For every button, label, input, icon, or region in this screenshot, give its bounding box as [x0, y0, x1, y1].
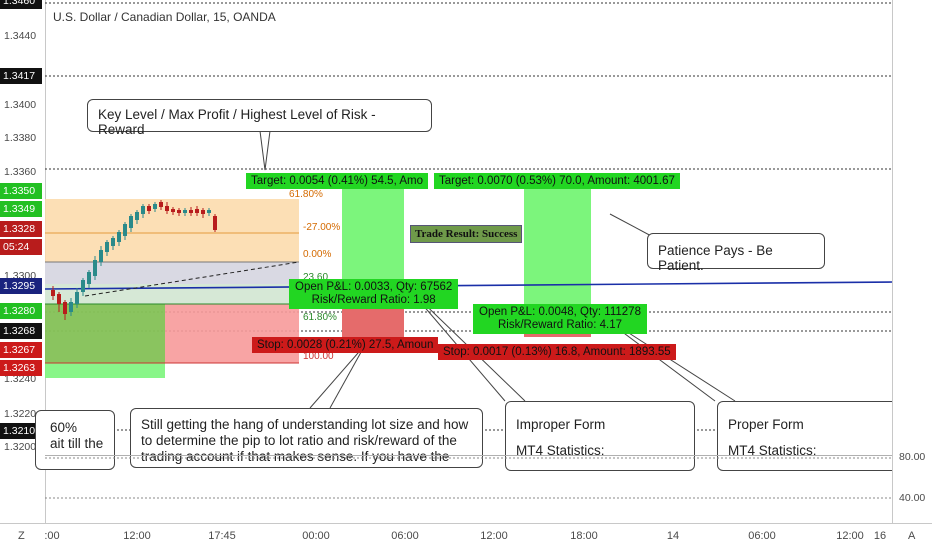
trade2-stop-label: Stop: 0.0017 (0.13%) 16.8, Amount: 1893.…	[438, 344, 676, 360]
fib-label: -27.00%	[303, 222, 341, 233]
time-label: 16	[873, 530, 887, 542]
callout-patience[interactable]: Patience Pays - Be Patient.	[647, 233, 825, 273]
improper-title: Improper Form	[516, 417, 606, 432]
callout-pointer	[259, 130, 271, 171]
callout-partial-left-line: 60%	[50, 420, 78, 435]
callout-proper-form[interactable]: Proper Form MT4 Statistics:	[717, 401, 917, 471]
time-label: 18:00	[570, 530, 598, 542]
time-label: 06:00	[748, 530, 776, 542]
trade1-rr: Risk/Reward Ratio: 1.98	[311, 294, 436, 306]
oscillator-canvas	[45, 457, 892, 499]
price-label: 1.3295	[0, 278, 42, 294]
mean-line	[44, 281, 893, 290]
price-tick: 1.3360	[4, 166, 37, 178]
fib-label: 100.00	[303, 351, 334, 362]
callout-lot-size[interactable]: Still getting the hang of understanding …	[130, 408, 483, 468]
price-tick: 1.3440	[4, 30, 37, 42]
chart-pane[interactable]: U.S. Dollar / Canadian Dollar, 15, OANDA…	[35, 0, 917, 471]
price-tick: 1.3240	[4, 373, 37, 385]
oscillator-pane[interactable]	[45, 455, 892, 524]
time-axis[interactable]: Z :00 12:00 17:45 00:00 06:00 12:00 18:0…	[0, 523, 932, 551]
time-label: 17:45	[208, 530, 236, 542]
price-tick: 1.3200	[4, 441, 37, 453]
fib-label: 61.80%	[303, 312, 337, 323]
trade1-stop-label: Stop: 0.0028 (0.21%) 27.5, Amoun	[252, 337, 439, 353]
proper-sub: MT4 Statistics:	[728, 443, 817, 458]
callout-pointer	[329, 344, 366, 409]
callout-improper-form[interactable]: Improper Form MT4 Statistics:	[505, 401, 695, 471]
price-label: 1.3210	[0, 423, 42, 439]
price-label-current: 1.3328	[0, 221, 42, 237]
time-label: 00:00	[302, 530, 330, 542]
price-label: 1.3349	[0, 201, 42, 217]
trade2-rr: Risk/Reward Ratio: 4.17	[497, 319, 622, 331]
price-label: 1.3263	[0, 360, 42, 376]
trade1-pnl: Open P&L: 0.0033, Qty: 67562	[295, 281, 453, 293]
price-tick: 1.3400	[4, 99, 37, 111]
price-label: 1.3350	[0, 183, 42, 199]
callout-partial-left[interactable]: 60% ait till the	[35, 410, 115, 470]
time-label: 06:00	[391, 530, 419, 542]
price-label: 1.3280	[0, 303, 42, 319]
price-label: 1.3267	[0, 342, 42, 358]
time-label: 12:00	[836, 530, 864, 542]
callout-partial-left-line: ait till the	[50, 436, 104, 451]
fib-label: 0.00%	[303, 249, 332, 260]
trade2-pnl: Open P&L: 0.0048, Qty: 111278	[479, 306, 641, 318]
callout-pointer	[609, 213, 656, 239]
trade1-pnl-box: Open P&L: 0.0033, Qty: 67562 Risk/Reward…	[289, 279, 459, 309]
fib-zone-grey	[45, 262, 299, 284]
trade2-target-label: Target: 0.0070 (0.53%) 70.0, Amount: 400…	[434, 173, 680, 189]
price-scale[interactable]: 1.3440 1.3400 1.3380 1.3360 1.3300 1.324…	[0, 0, 46, 523]
fib-label: 61.80%	[289, 189, 323, 200]
callout-pointer	[309, 344, 366, 409]
trade2-target-zone	[524, 186, 591, 311]
price-label-top: 1.3460	[0, 0, 42, 9]
improper-sub: MT4 Statistics:	[516, 443, 605, 458]
auto-scale-icon[interactable]: A	[908, 530, 916, 542]
position-red-zone	[165, 304, 299, 363]
price-label: 1.3268	[0, 323, 42, 339]
fib-label: 23.60	[303, 272, 329, 283]
timezone-icon[interactable]: Z	[18, 530, 25, 542]
price-tick: 1.3380	[4, 132, 37, 144]
time-label: 12:00	[123, 530, 151, 542]
time-label: 14	[666, 530, 680, 542]
osc-tick: 80.00	[899, 451, 926, 463]
trend-line	[84, 261, 300, 297]
price-label: 1.3417	[0, 68, 42, 84]
proper-title: Proper Form	[728, 417, 804, 432]
price-tick: 1.3220	[4, 408, 37, 420]
fib-zone-orange	[45, 199, 299, 262]
trade2-pnl-box: Open P&L: 0.0048, Qty: 111278 Risk/Rewar…	[473, 304, 647, 334]
trade-result-label: Trade Result: Success	[410, 225, 523, 243]
time-label: :00	[44, 530, 60, 542]
price-candles	[51, 200, 217, 320]
trade1-target-label: Target: 0.0054 (0.41%) 54.5, Amo	[246, 173, 428, 189]
chart-canvas[interactable]	[44, 0, 893, 455]
time-label: 12:00	[480, 530, 508, 542]
osc-tick: 40.00	[899, 492, 926, 504]
symbol-title[interactable]: U.S. Dollar / Canadian Dollar, 15, OANDA	[53, 10, 276, 24]
callout-key-level[interactable]: Key Level / Max Profit / Highest Level o…	[87, 99, 432, 137]
bar-countdown: 05:24	[0, 239, 42, 255]
right-scale[interactable]: 80.00 40.00	[892, 0, 933, 523]
